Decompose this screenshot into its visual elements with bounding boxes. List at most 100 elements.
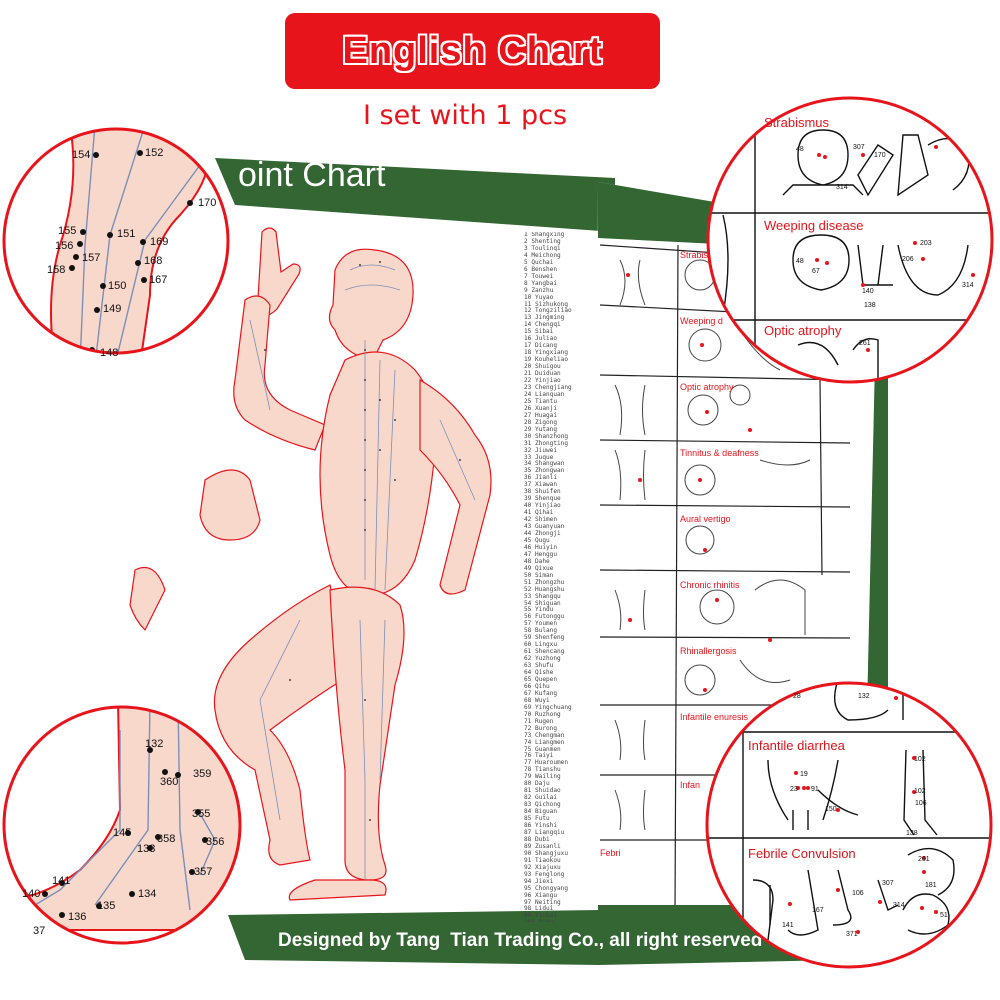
- acupoint-number: 48: [796, 146, 804, 153]
- acupoint-number: 150: [825, 806, 837, 813]
- acupoint-number: 141: [52, 875, 71, 887]
- acupoint-list-item: 82 Guilai: [524, 794, 558, 802]
- acupoint-list-item: 70 Ruzhong: [524, 710, 561, 718]
- acupoint-list-item: 51 Zhongzhu: [524, 578, 565, 586]
- acupoint-number: 314: [836, 184, 848, 191]
- acupoint-list-item: 31 Zhongting: [524, 439, 569, 447]
- ankle-zoom-circle: [2, 705, 242, 945]
- acupoint-list-item: 72 Burong: [524, 724, 558, 732]
- acupoint-list-item: 44 Zhongji: [524, 529, 561, 537]
- acupoint-number: 371: [846, 931, 858, 938]
- acupoint-number: 181: [925, 882, 937, 889]
- acupoint-list-item: 45 Qugu: [524, 536, 550, 544]
- acupoint-list-item: 53 Shangqu: [524, 592, 561, 600]
- acupoint-number: 358: [157, 833, 176, 845]
- acupoint-number: 360: [160, 776, 179, 788]
- acupoint-number: 155: [58, 225, 77, 237]
- acupoint-number: 356: [206, 836, 225, 848]
- acupoint-number: 134: [138, 888, 157, 900]
- acupoint-number: 261: [859, 340, 871, 347]
- acupoint-list-item: 92 Xiajuxu: [524, 863, 561, 871]
- banner-title: English Chart: [342, 29, 603, 72]
- acupoint-list-item: 73 Chengman: [524, 731, 565, 739]
- acupoint-list-item: 50 Siman: [524, 571, 554, 579]
- acupoint-number: 206: [902, 256, 914, 263]
- acupoint-number: 170: [874, 152, 886, 159]
- acupoint-number: 168: [144, 255, 163, 267]
- acupoint-number: 314: [893, 902, 905, 909]
- acupoint-list-item: 17 Dicang: [524, 342, 558, 350]
- acupoint-list-item: 87 Liangqiu: [524, 828, 565, 836]
- acupoint-list-item: 76 Taiyi: [524, 752, 554, 760]
- acupoint-number: 140: [862, 288, 874, 295]
- indication-label: Infantile enuresis: [680, 712, 749, 722]
- acupoint-list-item: 77 Huaroumen: [524, 759, 569, 767]
- acupoint-list-item: 64 Qishe: [524, 669, 554, 677]
- acupoint-number: 135: [97, 900, 116, 912]
- acupoint-number: 136: [68, 911, 87, 923]
- acupoint-number: 23: [790, 786, 798, 793]
- acupoint-list-item: 23 Chengjiang: [524, 383, 572, 391]
- acupoint-list-item: 4 Meichong: [524, 251, 561, 259]
- indication-label: Aural vertigo: [680, 514, 731, 524]
- footer-part1: Designed by Tang: [278, 930, 441, 951]
- acupoint-list-item: 2 Shenting: [524, 237, 561, 245]
- acupoint-list-item: 49 Qixue: [524, 564, 554, 572]
- acupoint-list-item: 96 Xiangu: [524, 891, 558, 899]
- acupoint-number: 102: [914, 788, 926, 795]
- acupoint-list-item: 84 Biguan: [524, 808, 558, 816]
- acupoint-number: 140: [22, 888, 41, 900]
- acupoint-list-item: 42 Shimen: [524, 516, 558, 524]
- acupoint-list-item: 59 Shenfeng: [524, 634, 565, 642]
- acupoint-list-item: 10 Yuyao: [524, 293, 554, 301]
- acupoint-list-item: 35 Zhongwan: [524, 467, 565, 475]
- acupoint-list-item: 8 Yangbai: [524, 279, 558, 287]
- acupoint-list-item: 56 Futonggu: [524, 613, 565, 621]
- acupoint-list-item: 39 Shenque: [524, 495, 561, 503]
- knee-zoom-circle: [2, 127, 230, 355]
- indication-label: Chronic rhinitis: [680, 580, 740, 590]
- acupoint-number: 150: [108, 280, 127, 292]
- acupoint-list-item: 83 Qichong: [524, 801, 561, 809]
- acupoint-list-item: 74 Liangmen: [524, 738, 565, 746]
- acupoint-list-item: 13 Jingming: [524, 314, 565, 322]
- acupoint-list-item: 34 Shangwan: [524, 460, 565, 468]
- acupoint-number: 261: [918, 856, 930, 863]
- acupoint-list-item: 54 Shiguan: [524, 599, 561, 607]
- acupoint-list-item: 61 Shencang: [524, 648, 565, 656]
- acupoint-number: 167: [812, 907, 824, 914]
- acupoint-number: 19: [800, 771, 808, 778]
- acupoint-list-item: 71 Rugen: [524, 717, 554, 725]
- infant-disease-zoom-circle: [705, 681, 993, 969]
- indication-label: Weeping d: [680, 316, 723, 326]
- acupoint-number: 67: [812, 268, 820, 275]
- acupoint-list-item: 75 Guanmen: [524, 745, 561, 753]
- acupoint-list-item: 9 Zanzhu: [524, 286, 554, 294]
- acupoint-list-item: 91 Tiaokou: [524, 856, 561, 864]
- acupoint-number: 158: [47, 264, 66, 276]
- acupoint-list-item: 89 Zusanli: [524, 842, 561, 850]
- acupoint-list-item: 16 Juliao: [524, 335, 558, 343]
- acupoint-list-item: 90 Shangjuxu: [524, 849, 569, 857]
- acupoint-number: 169: [150, 236, 169, 248]
- acupoint-number: 132: [858, 693, 870, 700]
- acupoint-number: 91: [811, 786, 819, 793]
- acupoint-number: 138: [864, 302, 876, 309]
- acupoint-list-item: 52 Huangshu: [524, 585, 565, 593]
- acupoint-list-item: 85 Futu: [524, 815, 550, 823]
- indication-title: Febrile Convulsion: [748, 846, 856, 861]
- acupoint-list-item: 25 Tiantu: [524, 397, 558, 405]
- acupoint-list-item: 88 Dubi: [524, 835, 550, 843]
- acupoint-list-item: 58 Bulang: [524, 627, 558, 635]
- indication-title: Optic atrophy: [764, 323, 842, 338]
- acupoint-number: 37: [33, 925, 46, 937]
- acupoint-number: 145: [113, 827, 132, 839]
- indication-label: Rhinallergosis: [680, 646, 737, 656]
- acupoint-list-item: 11 Sizhukong: [524, 300, 569, 308]
- acupoint-list-item: 62 Yuzhong: [524, 655, 561, 663]
- acupoint-number: 148: [100, 347, 119, 359]
- acupoint-number: 170: [198, 197, 217, 209]
- acupoint-list-item: 32 Jiuwei: [524, 446, 558, 454]
- acupoint-list-item: 18 Yingxiang: [524, 349, 569, 357]
